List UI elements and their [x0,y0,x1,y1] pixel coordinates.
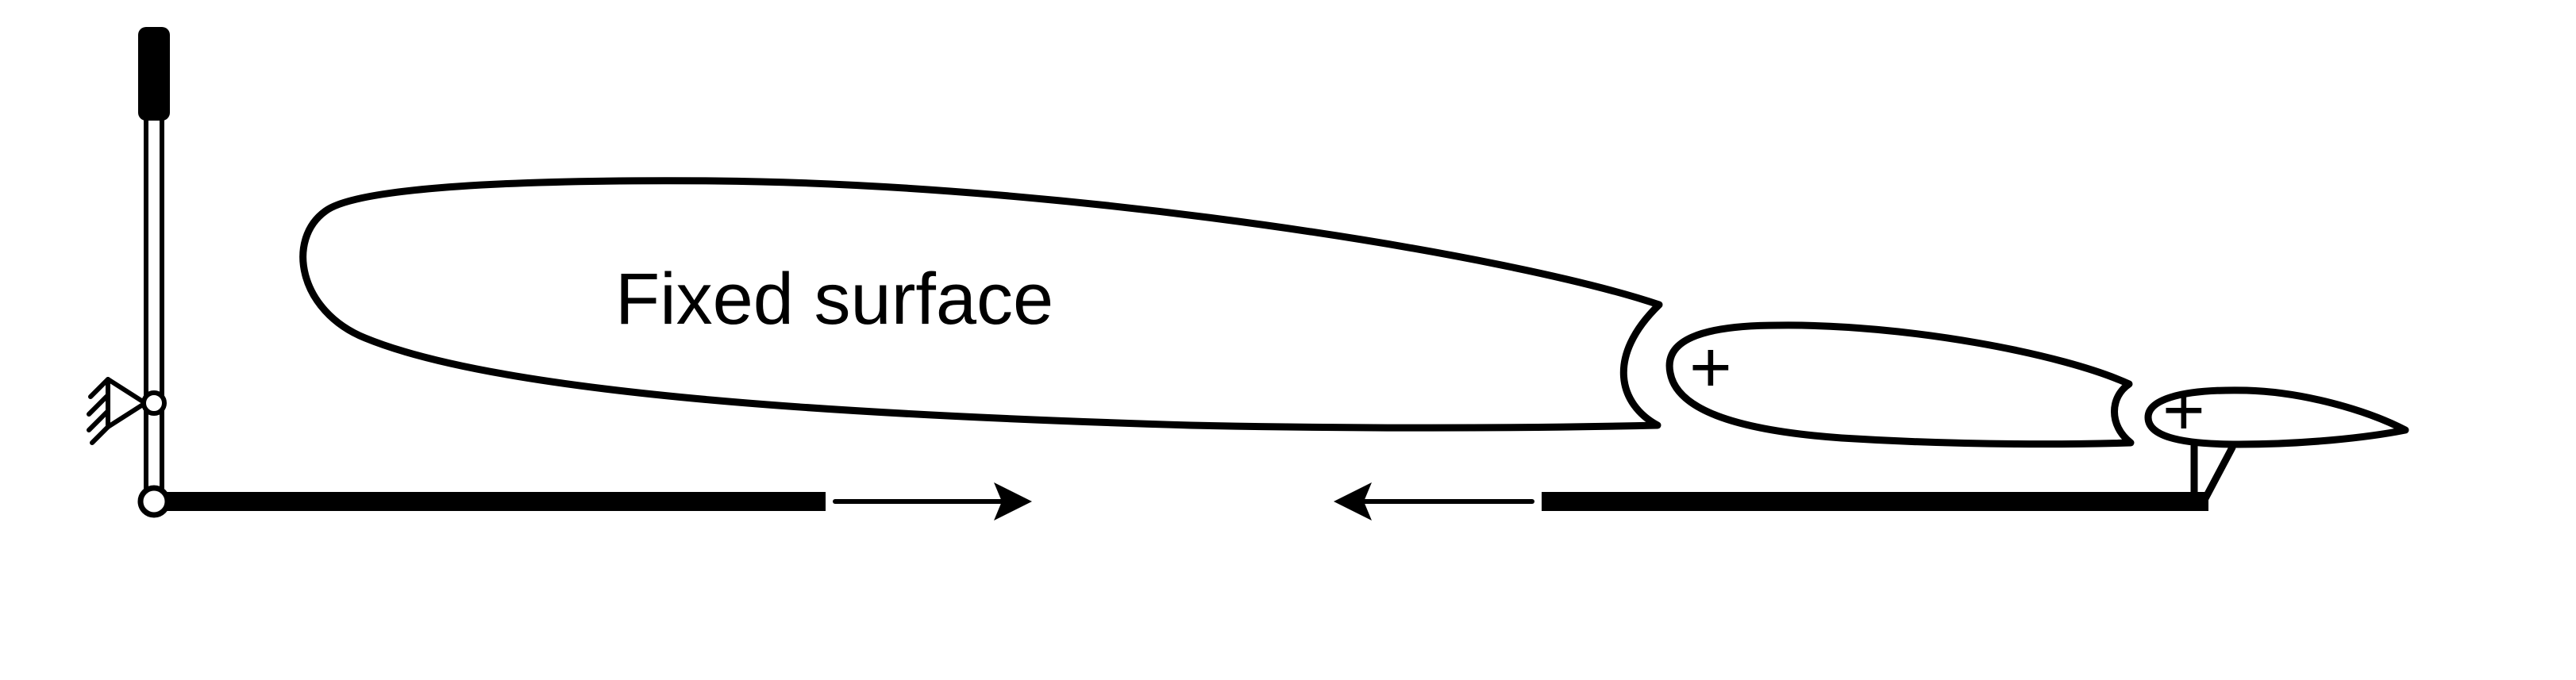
arrow-right-icon [833,482,1032,521]
tab-horn [2200,444,2236,505]
pivot-ground-icon [87,377,167,445]
push-rod-right [1542,442,2236,511]
tab-hinge-icon: + [2162,370,2205,451]
tab: + [2144,370,2409,451]
fixed-surface: Fixed surface [299,177,1663,432]
stick-grip [138,27,170,121]
fixed-surface-label: Fixed surface [615,259,1053,340]
aileron-hinge-icon: + [1689,327,1732,408]
arrow-left-icon [1334,482,1534,521]
rod-joint-left [137,485,171,518]
push-rod-left [137,485,826,518]
control-stick [138,27,170,501]
aileron: + [1665,321,2135,448]
pivot-hinge [141,390,167,416]
